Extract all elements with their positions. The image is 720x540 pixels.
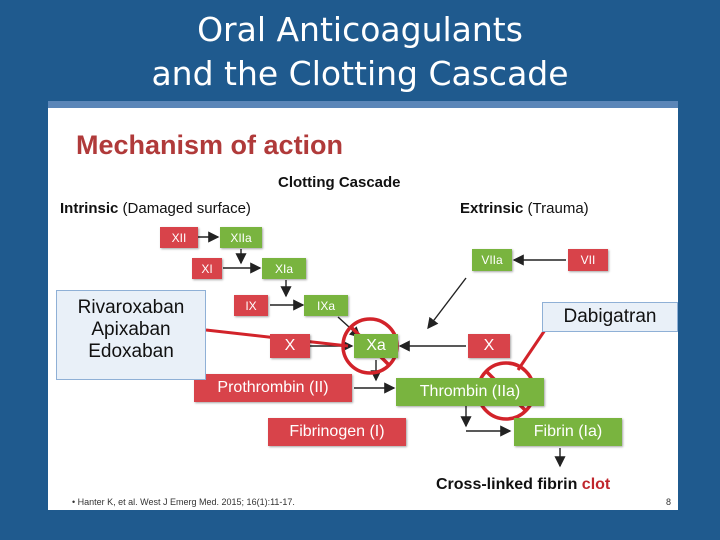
title-line-1: Oral Anticoagulants <box>197 10 523 49</box>
panel-top-border <box>48 101 678 108</box>
final-clot-word: clot <box>581 476 611 493</box>
factor-ixa: IXa <box>304 295 348 316</box>
drug-rivaroxaban: Rivaroxaban <box>77 297 185 318</box>
factor-vii: VII <box>568 249 608 271</box>
factor-ix: IX <box>234 295 268 316</box>
factor-xiia: XIIa <box>220 227 262 248</box>
factor-xa: Xa <box>354 334 398 358</box>
drug-apixaban: Apixaban <box>91 319 171 340</box>
arrow-viia-down <box>427 277 467 330</box>
factor-fibrin: Fibrin (Ia) <box>514 418 622 446</box>
extrinsic-rest: (Trauma) <box>523 200 589 217</box>
xa-inhibitor-drugs: Rivaroxaban Apixaban Edoxaban <box>56 290 206 380</box>
extrinsic-label: Extrinsic (Trauma) <box>460 200 589 217</box>
panel-heading: Mechanism of action <box>76 130 344 160</box>
factor-viia: VIIa <box>472 249 512 271</box>
mechanism-panel: Mechanism of action Clotting Cascade Int… <box>48 108 678 510</box>
final-clot-label: Cross-linked fibrin clot <box>436 476 610 494</box>
title-line-2: and the Clotting Cascade <box>151 54 569 93</box>
factor-prothrombin: Prothrombin (II) <box>194 374 352 402</box>
factor-xi: XI <box>192 258 222 279</box>
cascade-subheading: Clotting Cascade <box>278 174 401 191</box>
inhibit-line-thrombin <box>516 329 547 371</box>
factor-x-right: X <box>468 334 510 358</box>
factor-xii: XII <box>160 227 198 248</box>
page-number: 8 <box>666 497 672 507</box>
intrinsic-label: Intrinsic (Damaged surface) <box>60 200 251 217</box>
final-clot-bold: Cross-linked fibrin <box>436 476 582 493</box>
thrombin-inhibitor-drug: Dabigatran <box>542 302 678 332</box>
intrinsic-bold: Intrinsic <box>60 200 119 217</box>
drug-edoxaban: Edoxaban <box>88 341 174 362</box>
drug-dabigatran: Dabigatran <box>563 306 657 327</box>
intrinsic-rest: (Damaged surface) <box>118 200 251 217</box>
factor-fibrinogen: Fibrinogen (I) <box>268 418 406 446</box>
extrinsic-bold: Extrinsic <box>460 200 524 217</box>
slide-title: Oral Anticoagulants and the Clotting Cas… <box>0 8 720 96</box>
citation: • Hanter K, et al. West J Emerg Med. 201… <box>72 497 295 507</box>
factor-xia: XIa <box>262 258 306 279</box>
factor-thrombin: Thrombin (IIa) <box>396 378 544 406</box>
factor-x-left: X <box>270 334 310 358</box>
